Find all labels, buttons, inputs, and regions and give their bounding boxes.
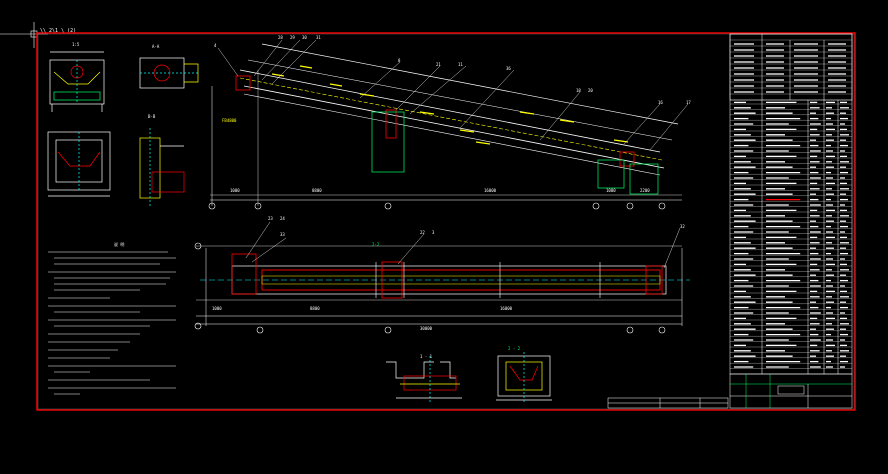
svg-text:28: 28 [278,35,283,40]
idler-detail-top [49,51,105,112]
svg-text:17: 17 [686,100,691,105]
title-block [729,373,853,409]
svg-text:1:5: 1:5 [72,42,80,47]
parts-list-table [729,33,853,375]
svg-text:31: 31 [316,35,321,40]
inner-frame-white [37,33,855,410]
svg-text:29: 29 [290,35,295,40]
support-detail-left [47,131,111,197]
svg-text:3: 3 [432,230,435,235]
svg-text:1000: 1000 [212,306,222,311]
section-2-2-detail [496,352,552,404]
svg-text:8: 8 [398,58,401,63]
svg-text:16000: 16000 [500,306,513,311]
section-label-1-1: 1 - 1 [420,354,433,359]
svg-text:16: 16 [658,100,663,105]
svg-text:1000: 1000 [230,188,240,193]
svg-text:8800: 8800 [312,188,322,193]
svg-text:32: 32 [680,224,685,229]
parts-table-text [734,43,849,368]
svg-text:16000: 16000 [484,188,497,193]
bracket-detail: B-B [139,114,185,206]
svg-text:20: 20 [588,88,593,93]
notes-heading: 说 明 [114,241,124,247]
elevation-view: 28 29 30 31 8 21 11 36 18 20 16 17 4 100… [208,35,691,210]
idler-side-view: A-A [139,44,200,89]
svg-text:4: 4 [214,43,217,48]
section-1-1-detail [386,356,462,402]
cad-cursor [0,22,48,48]
drawing-border [36,32,856,411]
svg-text:1000: 1000 [606,188,616,193]
svg-text:30: 30 [302,35,307,40]
svg-text:18: 18 [576,88,581,93]
plan-view: 23 24 33 22 3 32 1000 8800 16000 30000 2… [194,216,690,334]
svg-text:11: 11 [458,62,463,67]
svg-text:21: 21 [436,62,441,67]
svg-text:B-B: B-B [148,114,156,119]
svg-text:A-A: A-A [152,44,160,49]
notes-text-lines [48,251,176,395]
section-label-2-2: 2 - 2 [508,346,521,351]
svg-text:33: 33 [280,232,285,237]
svg-text:23: 23 [268,216,273,221]
svg-text:8800: 8800 [310,306,320,311]
svg-text:FB4800: FB4800 [222,118,237,123]
svg-text:2200: 2200 [640,188,650,193]
svg-text:22: 22 [420,230,425,235]
cursor-coordinate-label: \\ 2\1 \ (2) [40,28,76,34]
svg-text:2-2: 2-2 [372,242,380,247]
svg-text:30000: 30000 [420,326,433,331]
svg-text:36: 36 [506,66,511,71]
drawing-number-strip [607,397,729,409]
svg-text:24: 24 [280,216,285,221]
